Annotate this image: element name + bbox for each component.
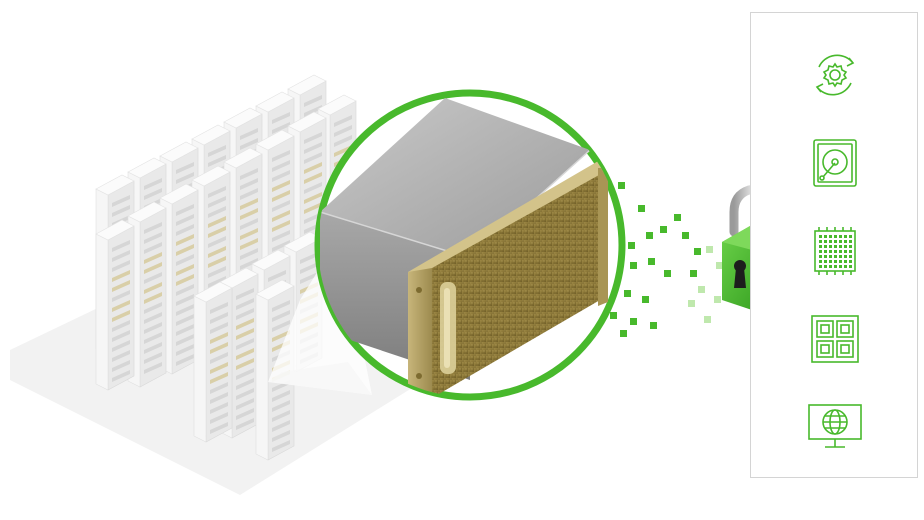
data-bit — [650, 322, 657, 329]
data-bit — [630, 318, 637, 325]
magnified-gpu — [319, 98, 608, 397]
data-bit — [682, 232, 689, 239]
security-panel — [750, 12, 918, 478]
server-rack — [95, 219, 135, 391]
data-bit — [624, 290, 631, 297]
data-bit — [660, 226, 667, 233]
data-bit — [674, 214, 681, 221]
data-bit — [664, 270, 671, 277]
data-bit — [642, 296, 649, 303]
data-bit — [610, 312, 617, 319]
server-rack — [219, 267, 259, 439]
data-bit — [694, 248, 701, 255]
data-bit — [630, 262, 637, 269]
data-bit — [698, 286, 705, 293]
data-bit — [690, 270, 697, 277]
data-bit — [706, 246, 713, 253]
gear-refresh-icon — [805, 45, 865, 105]
data-bit — [648, 258, 655, 265]
server-rack — [193, 281, 233, 443]
hard-drive-icon — [805, 133, 865, 193]
globe-monitor-icon — [805, 397, 865, 457]
data-bit — [628, 242, 635, 249]
data-bit — [646, 232, 653, 239]
data-bit — [704, 316, 711, 323]
data-bit — [714, 296, 721, 303]
app-grid-icon — [805, 309, 865, 369]
data-bit — [716, 262, 723, 269]
data-bits — [610, 182, 723, 337]
data-bit — [688, 300, 695, 307]
chip-grid-icon — [805, 221, 865, 281]
data-bit — [618, 182, 625, 189]
data-bit — [638, 205, 645, 212]
data-bit — [620, 330, 627, 337]
